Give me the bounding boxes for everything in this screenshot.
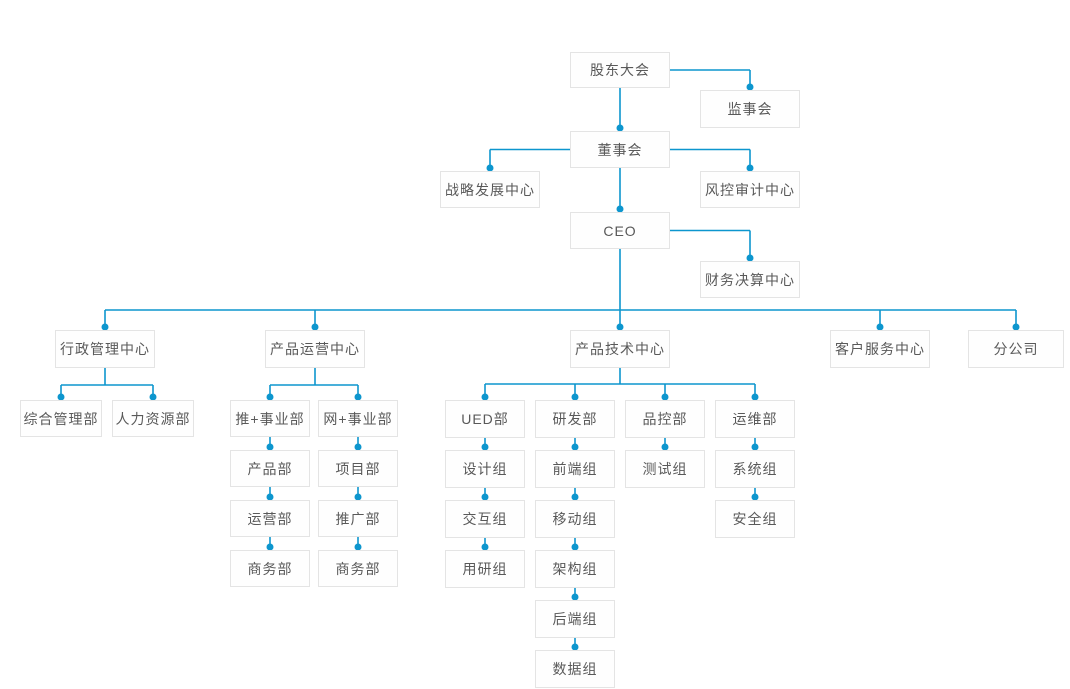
org-node-tech-center: 产品技术中心 <box>570 330 670 368</box>
org-node-general-admin-dept: 综合管理部 <box>20 400 102 437</box>
org-node-label: 项目部 <box>335 460 381 477</box>
org-node-interaction-group: 交互组 <box>445 500 525 538</box>
org-node-frontend-group: 前端组 <box>535 450 615 488</box>
org-node-label: 人力资源部 <box>115 410 191 427</box>
org-node-label: 系统组 <box>732 461 778 477</box>
org-node-label: 商务部 <box>335 560 381 577</box>
org-node-system-group: 系统组 <box>715 450 795 488</box>
org-node-rd-dept: 研发部 <box>535 400 615 438</box>
org-node-label: 数据组 <box>552 661 598 677</box>
org-node-admin-center: 行政管理中心 <box>55 330 155 368</box>
org-node-label: 移动组 <box>552 511 598 527</box>
org-node-label: 测试组 <box>642 461 688 477</box>
org-node-label: 产品运营中心 <box>270 341 360 357</box>
org-node-architecture-group: 架构组 <box>535 550 615 588</box>
org-node-label: 前端组 <box>552 461 598 477</box>
org-node-label: 客户服务中心 <box>835 341 925 357</box>
org-node-label: 综合管理部 <box>23 410 99 427</box>
org-node-ued-dept: UED部 <box>445 400 525 438</box>
org-node-label: 运营部 <box>247 510 293 527</box>
org-node-testing-group: 测试组 <box>625 450 705 488</box>
org-node-label: 商务部 <box>247 560 293 577</box>
org-node-backend-group: 后端组 <box>535 600 615 638</box>
org-node-label: 风控审计中心 <box>705 181 795 198</box>
org-node-project-dept: 项目部 <box>318 450 398 487</box>
org-node-label: 推+事业部 <box>235 410 305 427</box>
org-node-label: 产品技术中心 <box>575 341 665 357</box>
org-node-label: 品控部 <box>642 411 688 427</box>
org-node-promotion-dept: 推广部 <box>318 500 398 537</box>
org-node-supervisory: 监事会 <box>700 90 800 128</box>
org-node-finance-center: 财务决算中心 <box>700 261 800 298</box>
org-node-ceo: CEO <box>570 212 670 249</box>
org-node-label: 行政管理中心 <box>60 341 150 357</box>
org-node-data-group: 数据组 <box>535 650 615 688</box>
org-node-label: 董事会 <box>597 141 643 158</box>
org-node-hr-dept: 人力资源部 <box>112 400 194 437</box>
org-node-label: 推广部 <box>335 510 381 527</box>
org-node-service-center: 客户服务中心 <box>830 330 930 368</box>
org-node-security-group: 安全组 <box>715 500 795 538</box>
org-node-product-dept: 产品部 <box>230 450 310 487</box>
org-node-operations-dept: 运营部 <box>230 500 310 537</box>
org-node-label: 产品部 <box>247 460 293 477</box>
org-node-design-group: 设计组 <box>445 450 525 488</box>
org-node-label: 设计组 <box>462 461 508 477</box>
org-node-business-dept-tui: 商务部 <box>230 550 310 587</box>
org-node-label: 用研组 <box>462 561 508 577</box>
org-node-label: CEO <box>603 222 637 239</box>
org-node-label: 战略发展中心 <box>445 181 535 198</box>
org-node-ops-center: 产品运营中心 <box>265 330 365 368</box>
org-node-label: 后端组 <box>552 611 598 627</box>
org-node-wang-division: 网+事业部 <box>318 400 398 437</box>
org-node-qc-dept: 品控部 <box>625 400 705 438</box>
org-node-tui-division: 推+事业部 <box>230 400 310 437</box>
org-node-label: 安全组 <box>732 511 778 527</box>
org-node-business-dept-wang: 商务部 <box>318 550 398 587</box>
org-node-label: 监事会 <box>727 101 773 117</box>
org-node-label: UED部 <box>461 411 509 427</box>
org-node-label: 运维部 <box>732 411 778 427</box>
org-node-label: 分公司 <box>993 341 1039 357</box>
org-node-label: 股东大会 <box>590 62 650 78</box>
org-node-user-research-group: 用研组 <box>445 550 525 588</box>
org-node-risk-audit-center: 风控审计中心 <box>700 171 800 208</box>
org-node-label: 交互组 <box>462 511 508 527</box>
org-node-shareholders: 股东大会 <box>570 52 670 88</box>
org-node-board: 董事会 <box>570 131 670 168</box>
org-node-om-dept: 运维部 <box>715 400 795 438</box>
org-node-label: 研发部 <box>552 411 598 427</box>
org-node-mobile-group: 移动组 <box>535 500 615 538</box>
org-node-label: 网+事业部 <box>323 410 393 427</box>
org-node-branch-company: 分公司 <box>968 330 1064 368</box>
org-node-label: 财务决算中心 <box>705 271 795 288</box>
org-node-label: 架构组 <box>552 561 598 577</box>
org-node-strategy-center: 战略发展中心 <box>440 171 540 208</box>
